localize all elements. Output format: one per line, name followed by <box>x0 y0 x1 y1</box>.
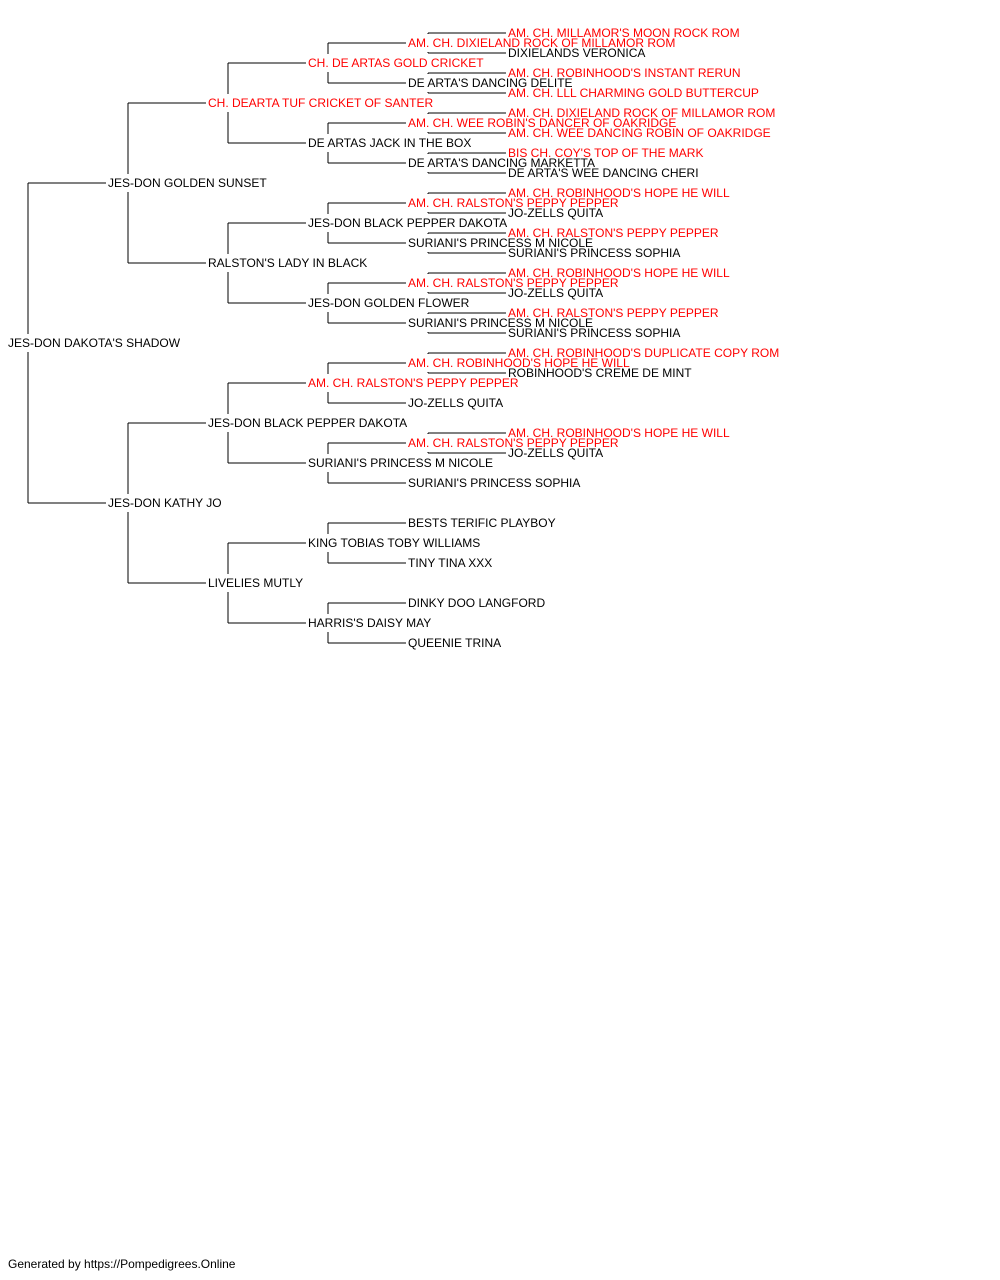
dam-name: DE ARTAS JACK IN THE BOX <box>308 136 472 150</box>
sire-name: CH. DE ARTAS GOLD CRICKET <box>308 56 484 70</box>
dam-name: JO-ZELLS QUITA <box>508 206 604 220</box>
sire-name: KING TOBIAS TOBY WILLIAMS <box>308 536 481 550</box>
sire-name: AM. CH. ROBINHOOD'S HOPE HE WILL <box>508 266 730 280</box>
dam-name: JO-ZELLS QUITA <box>408 396 504 410</box>
sire-name: AM. CH. RALSTON'S PEPPY PEPPER <box>408 276 619 290</box>
sire-name: AM. CH. RALSTON'S PEPPY PEPPER <box>508 226 719 240</box>
dam-name: HARRIS'S DAISY MAY <box>308 616 432 630</box>
sire-name: JES-DON BLACK PEPPER DAKOTA <box>208 416 408 430</box>
sire-name: AM. CH. RALSTON'S PEPPY PEPPER <box>508 306 719 320</box>
sire-name: AM. CH. RALSTON'S PEPPY PEPPER <box>408 436 619 450</box>
sire-name: DINKY DOO LANGFORD <box>408 596 546 610</box>
subject-dog-name: JES-DON DAKOTA'S SHADOW <box>8 336 181 350</box>
dam-name: AM. CH. WEE DANCING ROBIN OF OAKRIDGE <box>508 126 771 140</box>
dam-name: QUEENIE TRINA <box>408 636 502 650</box>
dam-name: SURIANI'S PRINCESS SOPHIA <box>408 476 581 490</box>
dam-name: DE ARTA'S DANCING DELITE <box>408 76 573 90</box>
dam-name: RALSTON'S LADY IN BLACK <box>208 256 368 270</box>
dam-name: TINY TINA XXX <box>408 556 493 570</box>
sire-name: CH. DEARTA TUF CRICKET OF SANTER <box>208 96 434 110</box>
sire-name: AM. CH. ROBINHOOD'S INSTANT RERUN <box>508 66 741 80</box>
dam-name: SURIANI'S PRINCESS SOPHIA <box>508 246 681 260</box>
sire-name: AM. CH. ROBINHOOD'S HOPE HE WILL <box>508 186 730 200</box>
sire-name: AM. CH. DIXIELAND ROCK OF MILLAMOR ROM <box>408 36 676 50</box>
dam-name: ROBINHOOD'S CREME DE MINT <box>508 366 692 380</box>
sire-name: AM. CH. WEE ROBIN'S DANCER OF OAKRIDGE <box>408 116 677 130</box>
sire-name: AM. CH. ROBINHOOD'S HOPE HE WILL <box>508 426 730 440</box>
dam-name: JO-ZELLS QUITA <box>508 286 604 300</box>
sire-name: AM. CH. MILLAMOR'S MOON ROCK ROM <box>508 26 740 40</box>
sire-name: AM. CH. RALSTON'S PEPPY PEPPER <box>408 196 619 210</box>
sire-name: AM. CH. ROBINHOOD'S HOPE HE WILL <box>408 356 630 370</box>
dam-name: LIVELIES MUTLY <box>208 576 304 590</box>
sire-name: BIS CH. COY'S TOP OF THE MARK <box>508 146 704 160</box>
dam-name: SURIANI'S PRINCESS M NICOLE <box>408 316 593 330</box>
sire-name: JES-DON BLACK PEPPER DAKOTA <box>308 216 508 230</box>
dam-name: DE ARTA'S DANCING MARKETTA <box>408 156 595 170</box>
sire-name: BESTS TERIFIC PLAYBOY <box>408 516 556 530</box>
dam-name: JES-DON GOLDEN FLOWER <box>308 296 470 310</box>
dam-name: DE ARTA'S WEE DANCING CHERI <box>508 166 699 180</box>
dam-name: AM. CH. LLL CHARMING GOLD BUTTERCUP <box>508 86 759 100</box>
sire-name: AM. CH. RALSTON'S PEPPY PEPPER <box>308 376 519 390</box>
dam-name: SURIANI'S PRINCESS M NICOLE <box>408 236 593 250</box>
dam-name: JO-ZELLS QUITA <box>508 446 604 460</box>
dam-name: DIXIELANDS VERONICA <box>508 46 646 60</box>
dam-name: SURIANI'S PRINCESS SOPHIA <box>508 326 681 340</box>
sire-name: AM. CH. ROBINHOOD'S DUPLICATE COPY ROM <box>508 346 780 360</box>
sire-name: AM. CH. DIXIELAND ROCK OF MILLAMOR ROM <box>508 106 776 120</box>
dam-name: SURIANI'S PRINCESS M NICOLE <box>308 456 493 470</box>
generated-by-footer: Generated by https://Pompedigrees.Online <box>8 1257 236 1271</box>
dam-name: JES-DON KATHY JO <box>108 496 222 510</box>
sire-name: JES-DON GOLDEN SUNSET <box>108 176 267 190</box>
